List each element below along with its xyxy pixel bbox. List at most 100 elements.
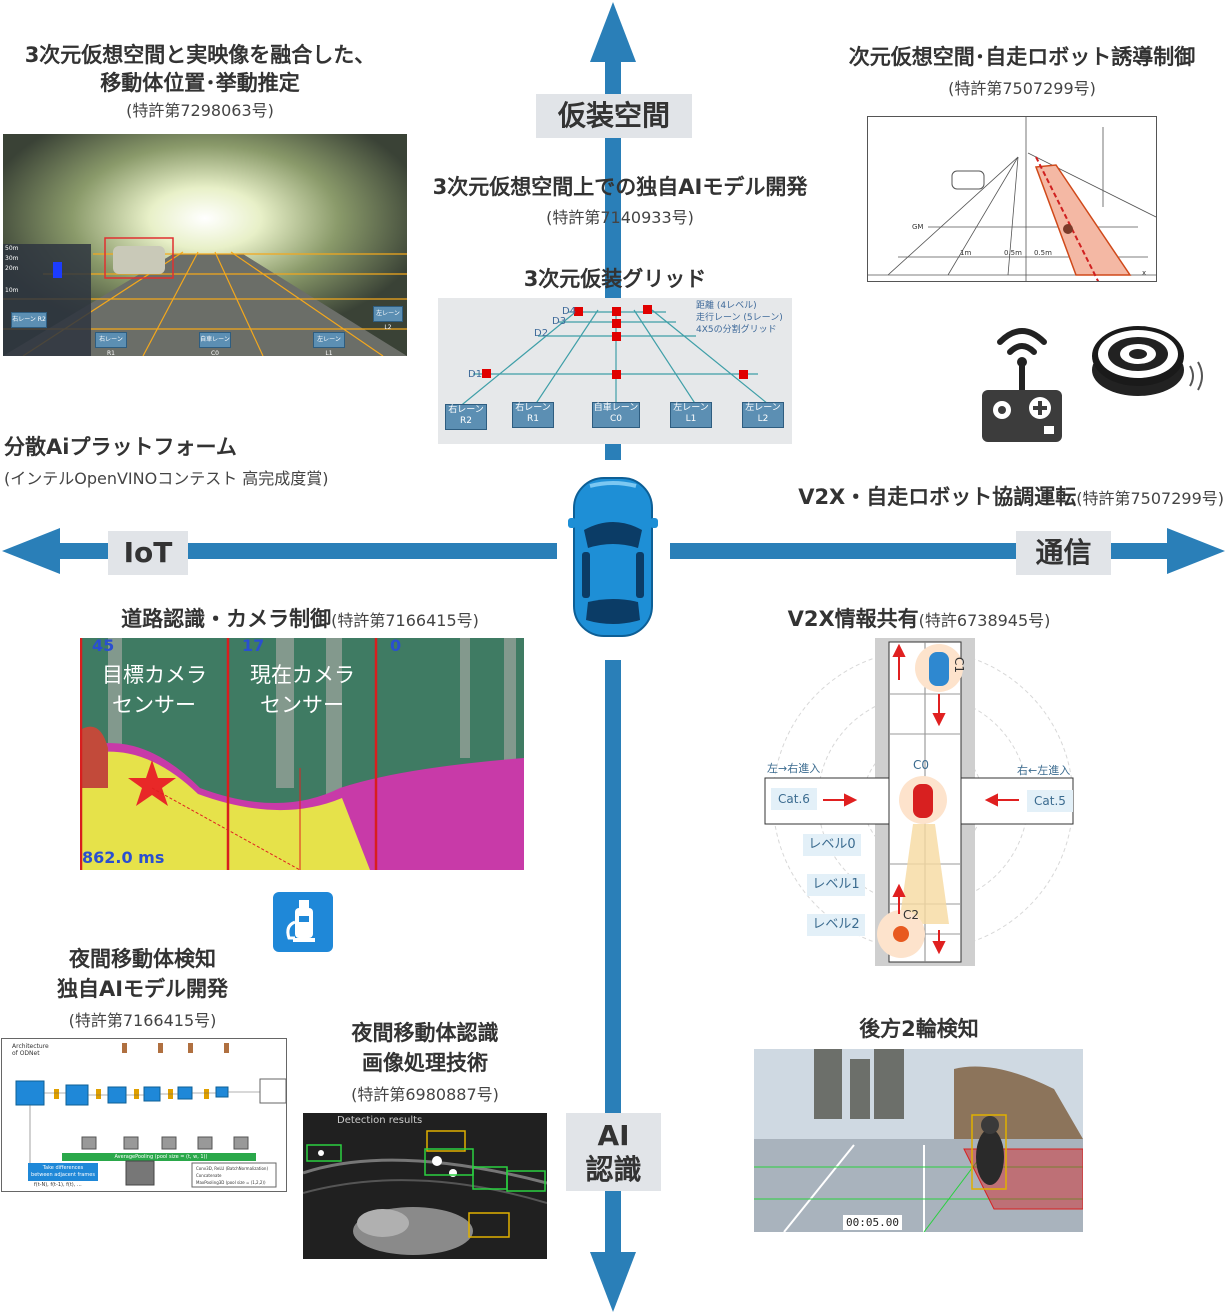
axis-up-arrowhead (590, 2, 636, 62)
robot-guidance-lines (868, 117, 1156, 281)
odnet-frames-label: f(t-N), f(t-1), f(t), ... (34, 1182, 82, 1188)
night-model-patent: (特許第7166415号) (68, 1011, 217, 1030)
night-model-title-line2: 独自AIモデル開発 (56, 977, 229, 1001)
d3-label: D3 (552, 316, 567, 327)
mid-left-title: 分散Aiプラットフォーム (4, 435, 237, 459)
center-car-icon (568, 477, 658, 637)
road-cam-patent: (特許第7166415号) (331, 611, 479, 630)
grid-notes: 距離 (4レベル) 走行レーン (5レーン) 4X5の分割グリッド (696, 300, 783, 336)
road-camera-image: 45 17 0 目標カメラ センサー 現在カメラ センサー 862.0 ms (80, 638, 524, 870)
dist-label: 30m (5, 255, 19, 262)
v2x-patent: (特許6738945号) (918, 611, 1051, 630)
axis-label-ai-recognition: AI 認識 (566, 1113, 661, 1191)
top-center-patent: (特許第7140933号) (546, 208, 694, 227)
d1-label: D1 (468, 369, 483, 380)
v2x-c2: C2 (903, 908, 920, 922)
dist-label: 50m (5, 245, 19, 252)
road-cam-n1: 45 (92, 638, 115, 655)
grid-note: 距離 (4レベル) (696, 301, 757, 311)
grid-note: 走行レーン (5レーン) (696, 313, 783, 323)
v2x-intersection-lines (764, 638, 1074, 966)
road-cam-title: 道路認識・カメラ制御(特許第7166415号) (70, 604, 530, 636)
odnet-architecture-diagram: Architecture of ODNet AveragePooling (po… (1, 1038, 287, 1192)
road-cam-n2: 17 (242, 638, 265, 655)
tunnel-lane-r1: 右レーン R1 (95, 332, 127, 356)
night-image-title-line1: 夜間移動体認識 (351, 1021, 499, 1045)
night-image-title-line2: 画像処理技術 (362, 1051, 488, 1075)
axis-down-shaft (605, 660, 621, 1260)
m05b-label: 0.5m (1034, 249, 1052, 257)
road-cam-n3: 0 (390, 638, 402, 655)
grid-note: 4X5の分割グリッド (696, 325, 777, 335)
v2x-right-enter: 右←左進入 (1017, 764, 1071, 777)
top-left-patent: (特許第7298063号) (126, 101, 274, 120)
robot-guidance-diagram: GM 1m 0.5m 0.5m x (867, 116, 1157, 282)
grid-point (612, 332, 621, 341)
night-detection-image: Detection results (303, 1113, 547, 1259)
v2x-cat-left: Cat.6 (771, 788, 817, 810)
grid-point (612, 370, 621, 379)
road-cam-title-text: 道路認識・カメラ制御 (121, 607, 332, 631)
odnet-architecture-blocks (15, 1043, 286, 1188)
m1-label: 1m (960, 249, 972, 257)
axis-label-virtual-space: 仮装空間 (536, 94, 692, 138)
tunnel-lane-l2: 左レーン L2 (373, 306, 403, 331)
d2-label: D2 (534, 328, 549, 339)
v2x-cat-right: Cat.5 (1027, 790, 1073, 812)
road-cam-timing: 862.0 ms (82, 848, 165, 867)
grid-point (574, 307, 583, 316)
robot-vacuum-icon (1092, 326, 1203, 396)
road-camera-scene (80, 638, 524, 870)
virtual-grid-image: D4 D3 D2 D1 距離 (4レベル) 走行レーン (5レーン) 4X5の分… (438, 298, 792, 444)
v2x-c1: C1 (952, 656, 967, 674)
grid-point (482, 369, 491, 378)
axis-down-arrowhead (590, 1252, 636, 1312)
rear-timestamp: 00:05.00 (843, 1215, 902, 1230)
mid-right-title: V2X・自走ロボット協調運転(特許第7507299号) (764, 482, 1224, 514)
tunnel-lane-r2: 右レーン R2 (11, 312, 47, 328)
top-left-title-line2: 移動体位置･挙動推定 (100, 71, 300, 95)
top-right-title: 次元仮想空間･自走ロボット誘導制御 (848, 45, 1196, 69)
tunnel-image: 50m 30m 20m 10m 右レーン R2 右レーン R1 自車レーン C0… (3, 134, 407, 356)
current-camera-label-2: センサー (260, 693, 344, 717)
night-image-patent: (特許第6980887号) (351, 1085, 499, 1104)
v2x-intersection-diagram: 左→右進入 右←左進入 Cat.6 Cat.5 C0 C1 C2 レベル0 レベ… (753, 634, 1085, 968)
axis-label-recognition: 認識 (585, 1153, 642, 1186)
v2x-title: V2X情報共有(特許6738945号) (752, 604, 1086, 636)
dist-label: 20m (5, 265, 19, 272)
tunnel-scene (3, 134, 407, 356)
odnet-title: Architecture of ODNet (12, 1043, 49, 1057)
mid-left-subtitle: (インテルOpenVINOコンテスト 高完成度賞) (4, 469, 329, 488)
v2x-level-0: レベル0 (803, 834, 861, 856)
m05a-label: 0.5m (1004, 249, 1022, 257)
rear-detection-image: 00:05.00 (754, 1049, 1083, 1232)
tunnel-lane-l1: 左レーン L1 (313, 332, 345, 356)
night-detection-scene (303, 1113, 547, 1259)
tunnel-lane-c0: 自車レーン C0 (199, 332, 231, 356)
rear-title: 後方2輪検知 (859, 1017, 979, 1041)
grid-point (612, 319, 621, 328)
grid-point (612, 307, 621, 316)
top-left-title-line1: 3次元仮想空間と実映像を融合した、 (24, 43, 376, 67)
current-camera-label-1: 現在カメラ (250, 663, 355, 687)
camera-device-icon (273, 892, 333, 952)
axis-label-ai: AI (597, 1119, 630, 1152)
dist-label: 10m (5, 287, 19, 294)
grid-point (739, 370, 748, 379)
night-detection-banner: Detection results (337, 1115, 423, 1126)
mid-right-patent: (特許第7507299号) (1076, 489, 1224, 508)
odnet-pooling-label: AveragePooling (pool size = (t, w, 1)) (114, 1154, 208, 1160)
mid-right-title-text: V2X・自走ロボット協調運転 (798, 485, 1077, 509)
axis-label-iot: IoT (108, 531, 188, 575)
gm-label: GM (912, 223, 924, 231)
rear-detection-scene (754, 1049, 1083, 1232)
grid-point (643, 305, 652, 314)
x-label: x (1142, 269, 1147, 277)
v2x-left-enter: 左→右進入 (767, 762, 821, 775)
tunnel-distance-labels: 50m 30m 20m 10m (5, 244, 18, 296)
